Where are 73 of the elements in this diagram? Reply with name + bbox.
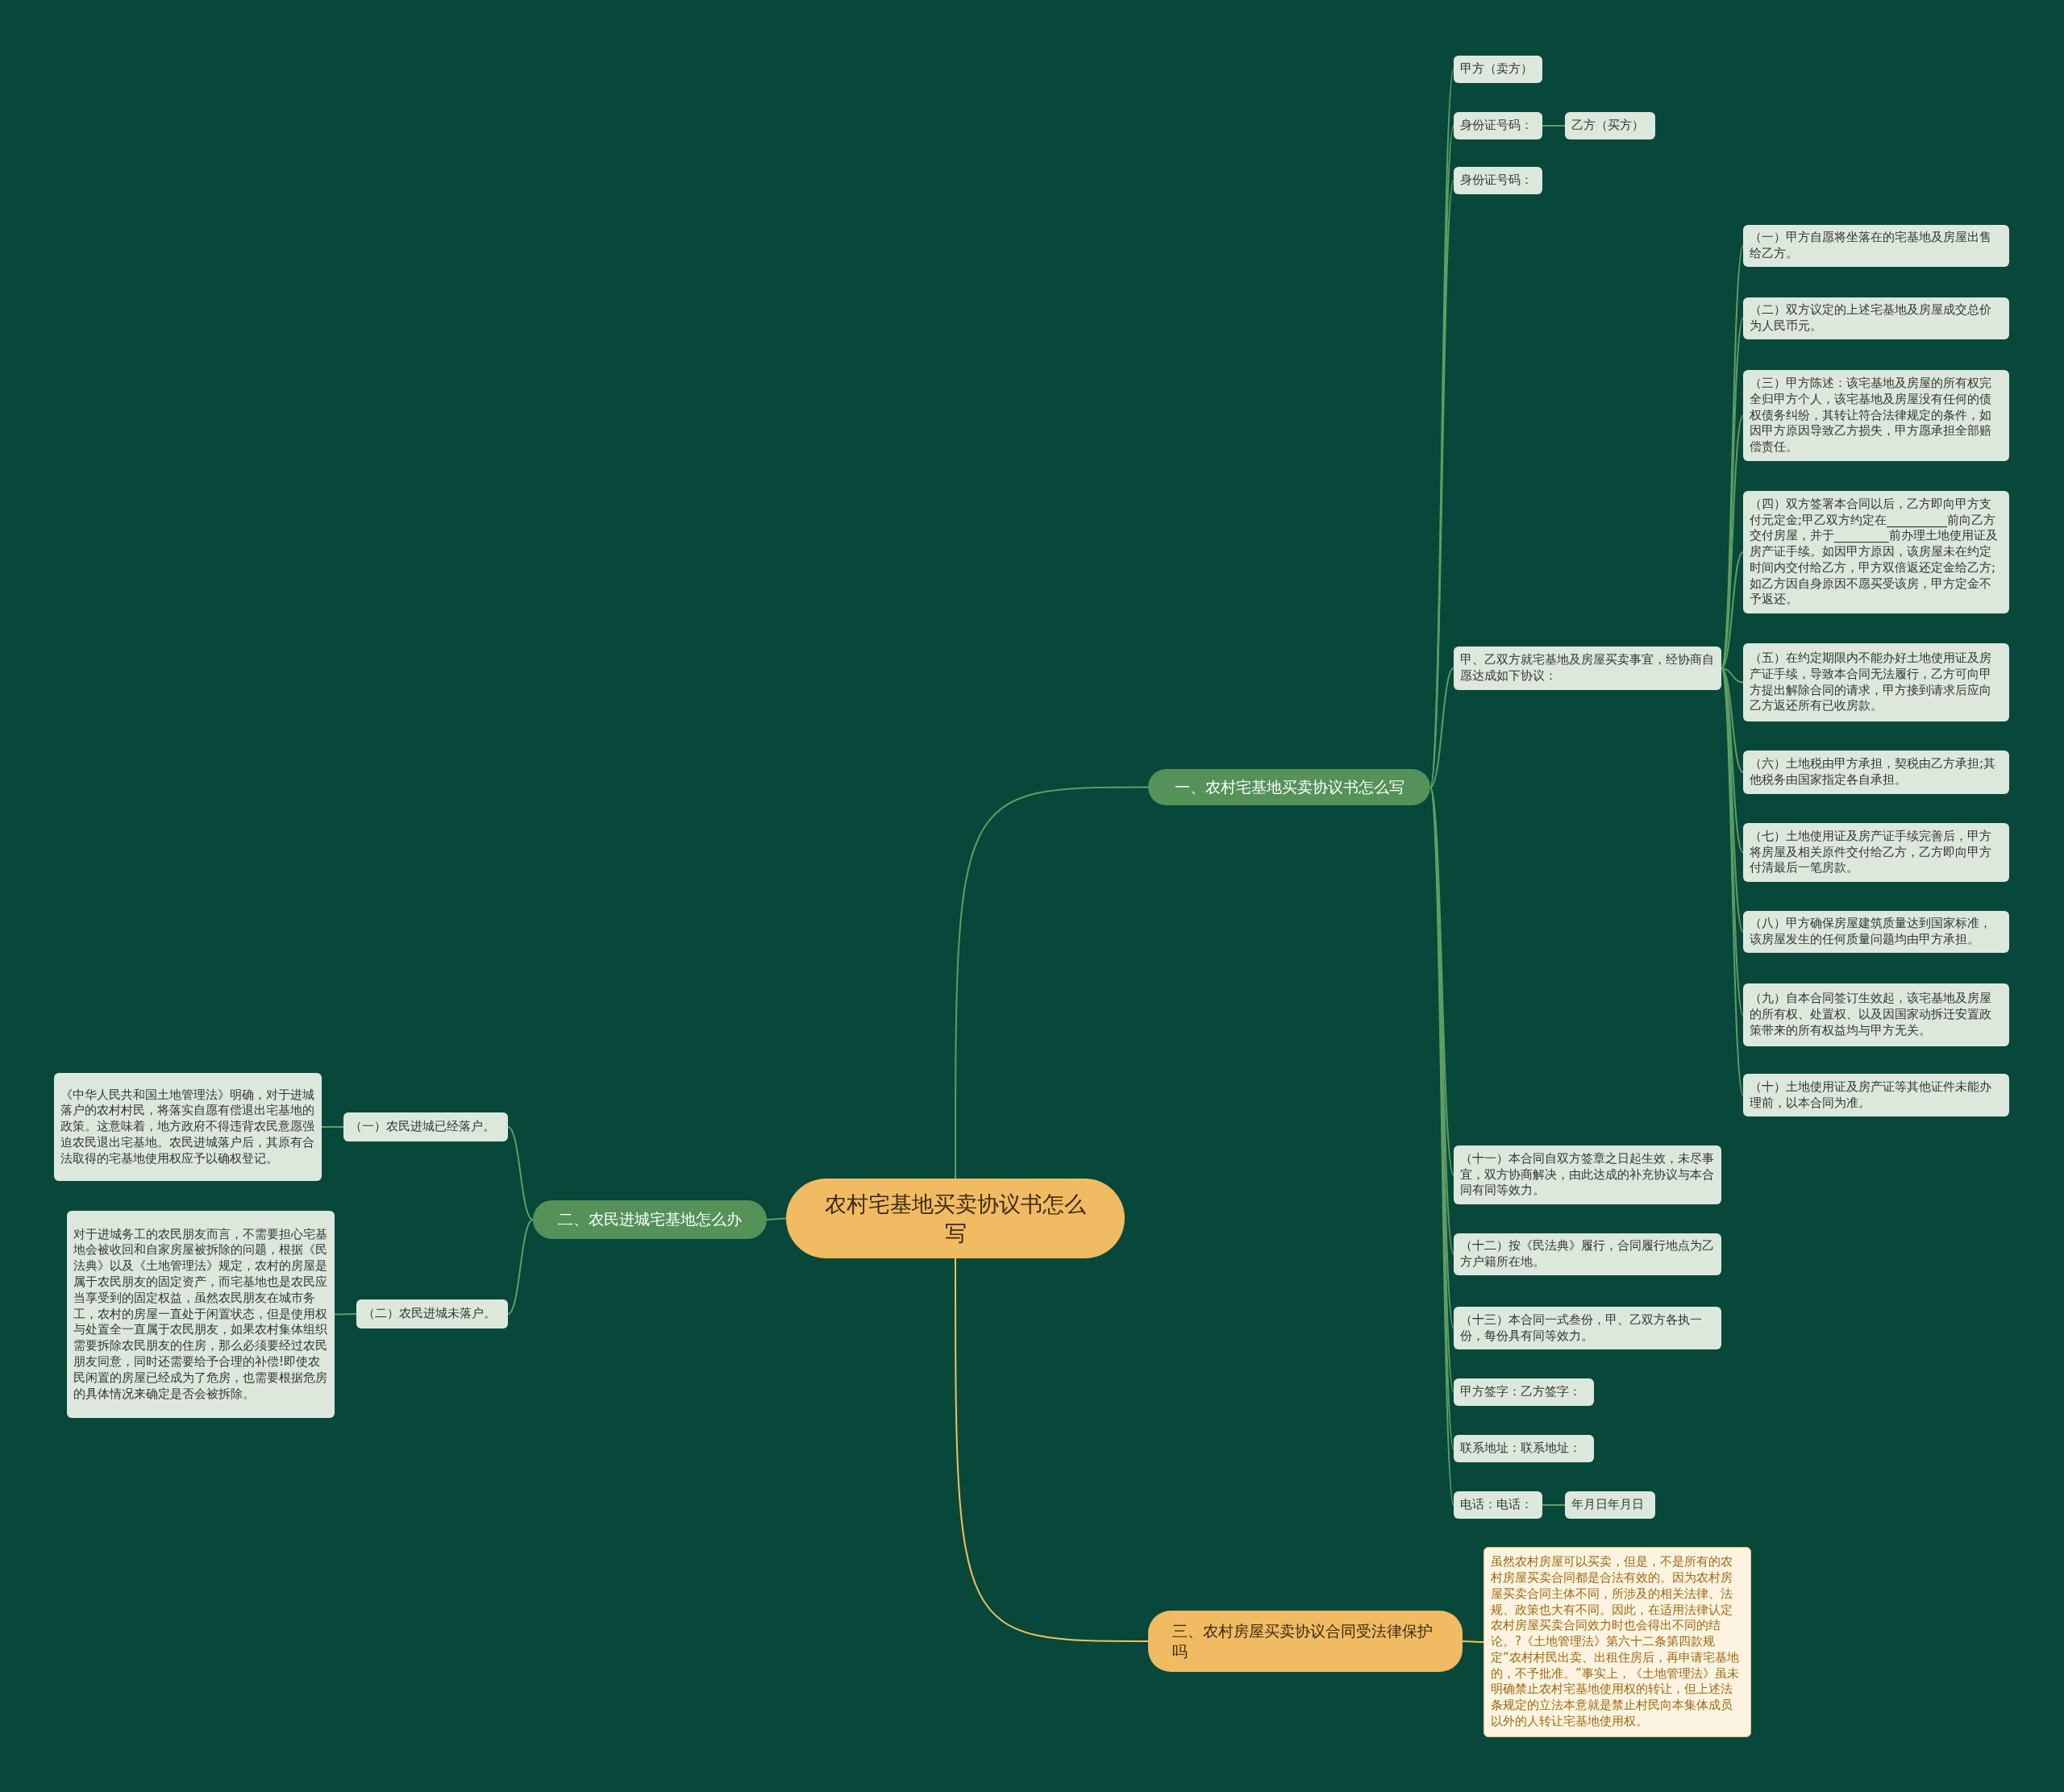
topic-text: 电话：电话： — [1460, 1497, 1533, 1513]
topic-text: 农村宅基地买卖协议书怎么写 — [824, 1191, 1087, 1247]
topic-box — [1454, 1145, 1721, 1204]
topic-text: 三、农村房屋买卖协议合同受法律保护吗 — [1172, 1620, 1434, 1661]
topic-box — [54, 1073, 322, 1181]
topic-text: （一）农民进城已经落户。 — [350, 1119, 496, 1135]
connector-line — [955, 1258, 1149, 1642]
connector-line — [1721, 667, 1744, 773]
topic-box — [1743, 297, 2009, 339]
topic-text: （一）甲方自愿将坐落在的宅基地及房屋出售给乙方。 — [1750, 230, 1992, 262]
topic-text: 《中华人民共和国土地管理法》明确，对于进城落户的农村村民，将落实自愿有偿退出宅基地的政策。这意味着，地方政府不得违背农民意愿强迫农民退出宅基地。农民进城落户后，其原有合法取得的宅基地使用权应予以确权登记。 — [60, 1087, 315, 1167]
topic-box — [1743, 983, 2009, 1046]
topic-box — [1743, 750, 2009, 794]
topic-text: （八）甲方确保房屋建筑质量达到国家标准，该房屋发生的任何质量问题均由甲方承担。 — [1750, 916, 1992, 948]
topic-box — [1565, 1491, 1655, 1519]
connector-line — [321, 1126, 344, 1128]
connector-line — [1721, 667, 1744, 684]
topic-box — [1743, 823, 2009, 882]
topic-text: （四）双方签署本合同以后，乙方即向甲方支付元定金;甲乙双方约定在__________前向乙方交付房屋，并于_________前办理土地使用证及房产证手续。如因甲方原因，该房屋未在约定时间内交付给乙方，甲方双倍返还定金给乙方;如乙方因自身原因不愿买受该房，甲方定金不予返还。 — [1750, 496, 1999, 609]
topic-box — [356, 1299, 508, 1328]
topic-box — [1454, 647, 1721, 690]
topic-box — [1454, 1491, 1542, 1519]
topic-box — [1454, 1435, 1594, 1462]
topic-box — [1454, 1378, 1594, 1406]
topic-box — [1743, 1074, 2009, 1116]
topic-text: （二）双方议定的上述宅基地及房屋成交总价为人民币元。 — [1750, 302, 1992, 335]
topic-box — [1454, 1233, 1721, 1275]
topic-text: （六）土地税由甲方承担，契税由乙方承担;其他税务由国家指定各自承担。 — [1750, 756, 1997, 788]
topic-box — [1743, 225, 2009, 267]
topic-box — [1743, 911, 2009, 953]
topic-box — [1454, 112, 1542, 139]
branch-topic — [1148, 1611, 1463, 1672]
topic-box — [67, 1211, 335, 1418]
topic-text: 身份证号码： — [1460, 173, 1533, 189]
branch-topic — [1148, 769, 1430, 806]
connector-line — [955, 786, 1149, 1179]
topic-text: 年月日年月日 — [1571, 1497, 1645, 1513]
topic-box — [1743, 643, 2009, 721]
topic-text: 甲方（卖方） — [1460, 61, 1533, 77]
topic-text: （三）甲方陈述：该宅基地及房屋的所有权完全归甲方个人，该宅基地及房屋没有任何的债权债务纠纷，其转让符合法律规定的条件，如因甲方原因导致乙方损失，甲方愿承担全部赔偿责任。 — [1750, 376, 1992, 455]
connector-line — [1429, 667, 1454, 788]
topic-text: 对于进城务工的农民朋友而言，不需要担心宅基地会被收回和自家房屋被拆除的问题，根据《民法典》以及《土地管理法》规定，农村的房屋是属于农民朋友的固定资产，而宅基地也是农民应当享受到的固定权益，虽然农民朋友在城市务工，农村的房屋一直处于闲置状态，但是使用权与处置全一直属于农民朋友，如果农村集体组织需要拆除农民朋友的住房，那么必须要经过农民朋友同意，同时还需要给予合理的补偿!即使农民闲置的房屋已经成为了危房，也需要根据危房的具体情况来确定是否会被拆除。 — [73, 1226, 328, 1403]
topic-box — [1454, 56, 1542, 83]
connector-line — [1462, 1640, 1484, 1643]
topic-text: （十）土地使用证及房产证等其他证件未能办理前，以本合同为准。 — [1750, 1079, 1992, 1112]
connector-line — [507, 1126, 534, 1220]
topic-text: 身份证号码： — [1460, 118, 1533, 134]
topic-text: 虽然农村房屋可以买卖，但是，不是所有的农村房屋买卖合同都是合法有效的。因为农村房屋买卖合同主体不同，所涉及的相关法律、法规、政策也大有不同。因此，在适用法律认定农村房屋买卖合同效力时也会得出不同的结论。?《土地管理法》第六十二条第四款规定“农村村民出卖、出租住房后，再申请宅基地的，不予批准。”事实上，《土地管理法》虽未明确禁止农村宅基地使用权的转让，但上述法条规定的立法本意就是禁止村民向本集体成员以外的人转让宅基地使用权。 — [1491, 1554, 1740, 1730]
topic-text: （九）自本合同签订生效起，该宅基地及房屋的所有权、处置权、以及因国家动拆迁安置政策带来的所有权益均与甲方无关。 — [1750, 991, 1992, 1039]
connector-line — [1542, 125, 1566, 127]
topic-text: （七）土地使用证及房产证手续完善后，甲方将房屋及相关原件交付给乙方，乙方即向甲方付清最后一笔房款。 — [1750, 828, 1992, 877]
topic-text: （二）农民进城未落户。 — [363, 1306, 497, 1322]
topic-text: （五）在约定期限内不能办好土地使用证及房产证手续，导致本合同无法履行，乙方可向甲方提出解除合同的请求，甲方接到请求后应向乙方返还所有已收房款。 — [1750, 650, 1992, 715]
topic-text: 甲方签字：乙方签字： — [1460, 1384, 1582, 1400]
connector-line — [1542, 1504, 1566, 1506]
topic-text: 二、农民进城宅基地怎么办 — [557, 1209, 743, 1230]
topic-box — [343, 1112, 508, 1141]
topic-box — [1743, 370, 2009, 461]
topic-box — [1565, 112, 1655, 139]
connector-line — [507, 1219, 534, 1315]
connector-line — [766, 1217, 787, 1220]
connector-line — [334, 1313, 357, 1316]
topic-text: 乙方（买方） — [1571, 118, 1645, 134]
topic-box — [1454, 1307, 1721, 1349]
topic-text: （十一）本合同自双方签章之日起生效，未尽事宜，双方协商解决，由此达成的补充协议与本合同有同等效力。 — [1460, 1150, 1715, 1200]
topic-text: 甲、乙双方就宅基地及房屋买卖事宜，经协商自愿达成如下协议： — [1460, 652, 1715, 684]
topic-text: （十二）按《民法典》履行，合同履行地点为乙方户籍所在地。 — [1460, 1238, 1715, 1270]
topic-box — [1454, 167, 1542, 194]
topic-text: （十三）本合同一式叁份，甲、乙双方各执一份，每份具有同等效力。 — [1460, 1312, 1703, 1345]
topic-text: 联系地址：联系地址： — [1460, 1441, 1582, 1457]
topic-text: 一、农村宅基地买卖协议书怎么写 — [1173, 777, 1405, 797]
branch-topic — [533, 1200, 767, 1239]
connector-line — [1721, 551, 1744, 669]
